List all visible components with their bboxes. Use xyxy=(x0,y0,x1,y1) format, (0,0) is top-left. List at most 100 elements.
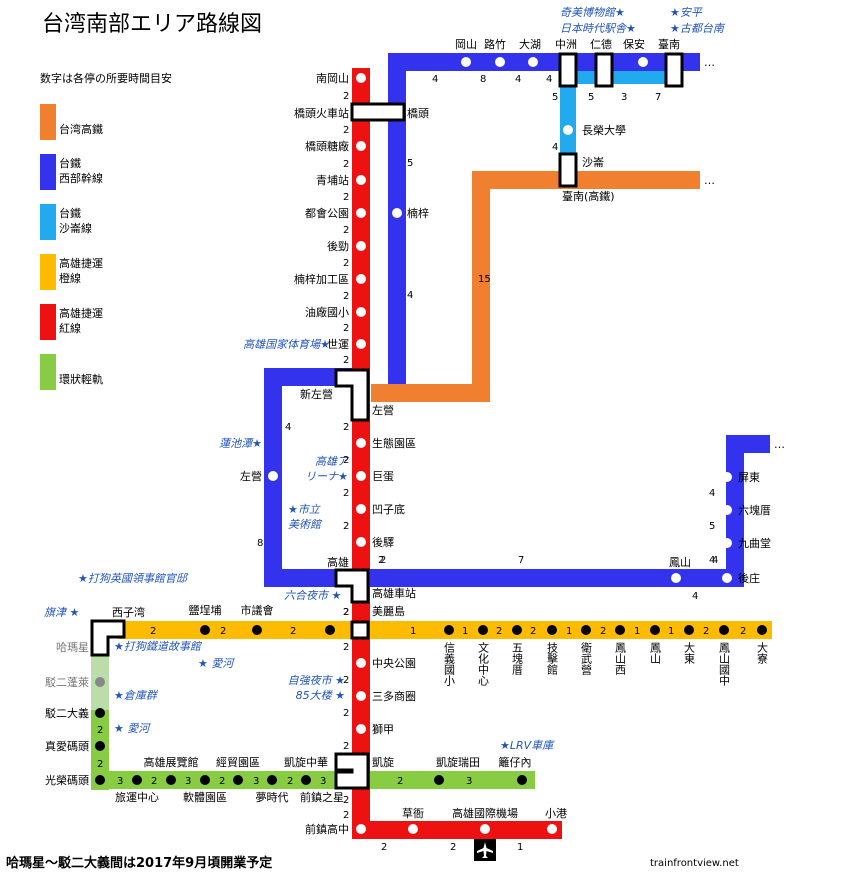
red-stations xyxy=(356,73,557,834)
poi-label: 85大楼 ★ xyxy=(296,689,345,702)
transfer-rende xyxy=(594,52,614,88)
station-dot[interactable] xyxy=(650,625,660,635)
station-label: 駁二蓬萊 xyxy=(45,676,89,689)
station-dot[interactable] xyxy=(200,775,210,785)
station-dot[interactable] xyxy=(547,824,557,834)
time-label: 3 xyxy=(320,776,326,787)
station-dot[interactable] xyxy=(719,625,729,635)
station-dot[interactable] xyxy=(757,625,767,635)
station-dot[interactable] xyxy=(480,824,490,834)
station-dot[interactable] xyxy=(356,537,366,547)
time-label: 5 xyxy=(709,521,715,532)
station-dot[interactable] xyxy=(200,625,210,635)
time-label: 2 xyxy=(343,521,349,532)
station-dot[interactable] xyxy=(356,438,366,448)
station-dot[interactable] xyxy=(356,658,366,668)
station-dot[interactable] xyxy=(408,824,418,834)
station-dot[interactable] xyxy=(356,504,366,514)
station-label: 前鎮之星 xyxy=(300,790,344,804)
station-dot[interactable] xyxy=(356,307,366,317)
station-dot[interactable] xyxy=(461,57,471,67)
station-dot[interactable] xyxy=(722,538,732,548)
station-dot[interactable] xyxy=(325,625,335,635)
station-dot[interactable] xyxy=(563,125,573,135)
station-label: 後驛 xyxy=(372,535,394,549)
time-label: 2 xyxy=(343,810,349,821)
station-dot[interactable] xyxy=(356,724,366,734)
station-dot[interactable] xyxy=(512,625,522,635)
station-dot[interactable] xyxy=(356,691,366,701)
station-dot[interactable] xyxy=(392,208,402,218)
station-dot[interactable] xyxy=(267,775,277,785)
station-dot[interactable] xyxy=(356,73,366,83)
station-dot[interactable] xyxy=(233,775,243,785)
time-label: 4 xyxy=(432,74,438,85)
station-label: 鹽埕埔 xyxy=(189,603,222,617)
station-dot[interactable] xyxy=(95,708,105,718)
station-dot[interactable] xyxy=(356,141,366,151)
time-label: 2 xyxy=(343,291,349,302)
station-dot[interactable] xyxy=(528,57,538,67)
station-dot[interactable] xyxy=(478,625,488,635)
legend-swatch xyxy=(40,104,56,140)
legend-label: 台湾高鐵 xyxy=(59,123,103,136)
station-dot[interactable] xyxy=(95,741,105,751)
station-dot[interactable] xyxy=(356,824,366,834)
poi-label: ★倉庫群 xyxy=(114,689,159,702)
station-dot[interactable] xyxy=(722,472,732,482)
station-dot[interactable] xyxy=(166,775,176,785)
station-label: 五塊厝 xyxy=(511,642,524,676)
station-dot[interactable] xyxy=(356,339,366,349)
station-dot[interactable] xyxy=(356,471,366,481)
station-dot[interactable] xyxy=(356,175,366,185)
station-label: 後庄 xyxy=(738,571,760,585)
station-dot[interactable] xyxy=(301,775,311,785)
poi-label: ★LRV車庫 xyxy=(500,739,555,752)
time-label: 3 xyxy=(466,776,472,787)
station-label: 光榮碼頭 xyxy=(45,773,89,787)
credit: trainfrontview.net xyxy=(650,858,739,869)
time-label: 15 xyxy=(478,274,491,285)
poi-label: ★市立 xyxy=(288,503,321,516)
station-dot[interactable] xyxy=(638,57,648,67)
station-label: 南岡山 xyxy=(316,72,349,85)
station-dot[interactable] xyxy=(722,573,732,583)
station-dot[interactable] xyxy=(517,775,527,785)
station-dot[interactable] xyxy=(444,625,454,635)
transfer-kaohsiung xyxy=(334,568,370,604)
poi-label: ★打狗鐵道故事館 xyxy=(114,640,203,653)
station-dot[interactable] xyxy=(547,625,557,635)
station-dot[interactable] xyxy=(95,677,105,687)
poi-label: 高雄ア xyxy=(315,455,350,468)
poi-label: リーナ★ xyxy=(305,470,348,483)
station-dot[interactable] xyxy=(684,625,694,635)
legend-label: 台鐵 xyxy=(59,207,81,220)
station-dot[interactable] xyxy=(581,625,591,635)
station-dot[interactable] xyxy=(268,471,278,481)
station-label: 大寮 xyxy=(756,641,769,665)
poi-label: ★ 愛河 xyxy=(198,657,235,670)
poi-label: 美術館 xyxy=(288,518,323,531)
station-dot[interactable] xyxy=(132,775,142,785)
station-label: 油廠國小 xyxy=(305,305,349,319)
poi-label: 自強夜市 ★ xyxy=(288,674,345,687)
station-dot[interactable] xyxy=(95,775,105,785)
station-dot[interactable] xyxy=(434,775,444,785)
time-label: 2 xyxy=(343,125,349,136)
station-label: 旅運中心 xyxy=(115,790,159,804)
station-label: 左營 xyxy=(240,470,262,483)
time-label: 7 xyxy=(518,555,524,566)
continuation-mark: … xyxy=(704,174,715,187)
station-dot[interactable] xyxy=(252,625,262,635)
station-dot[interactable] xyxy=(615,625,625,635)
station-label: 技擊館 xyxy=(546,642,559,676)
station-dot[interactable] xyxy=(356,241,366,251)
station-dot[interactable] xyxy=(722,505,732,515)
station-dot[interactable] xyxy=(356,208,366,218)
tra-north-line xyxy=(388,53,700,384)
station-dot[interactable] xyxy=(356,274,366,284)
station-dot[interactable] xyxy=(671,573,681,583)
station-dot[interactable] xyxy=(495,57,505,67)
station-label: 凹子底 xyxy=(372,502,405,516)
